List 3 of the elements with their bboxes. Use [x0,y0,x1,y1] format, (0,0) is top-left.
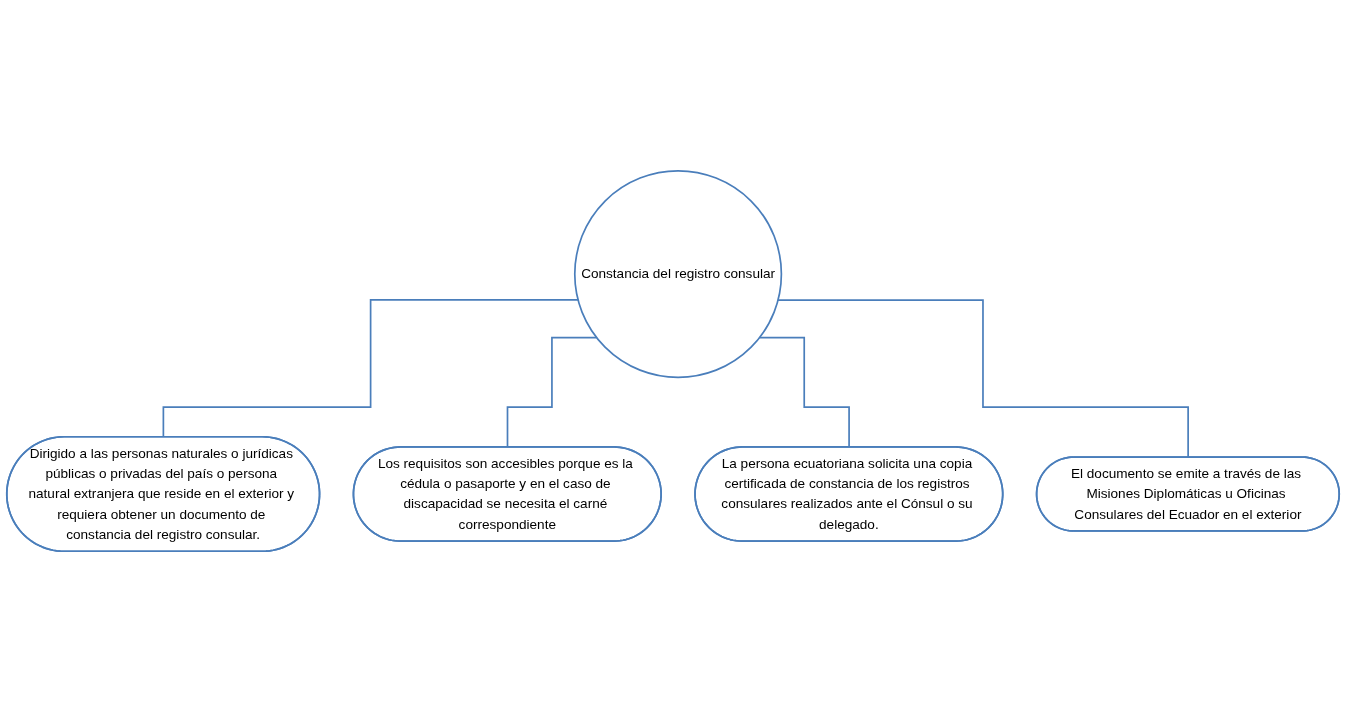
connector [162,299,579,438]
connector [777,299,1190,459]
node-circle: Constancia del registro consular [573,169,783,379]
